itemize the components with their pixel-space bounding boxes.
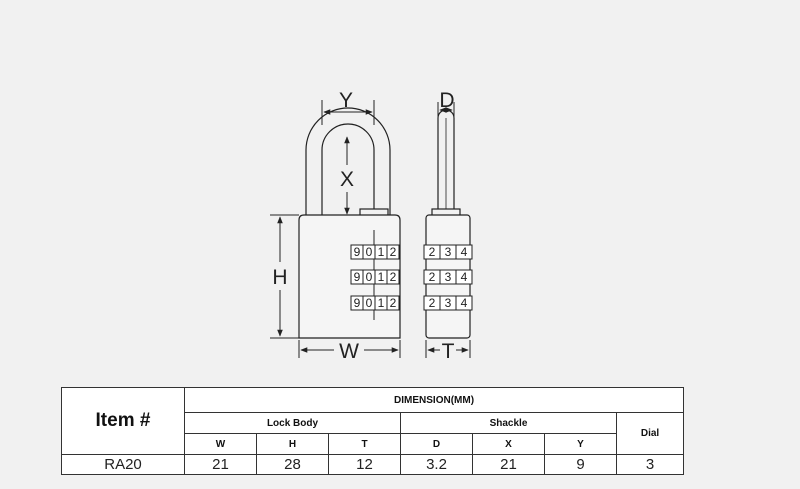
side-dial-cell [455,295,473,311]
side-dial-cell [455,269,473,285]
front-dial-digit: 9 [354,245,361,259]
table-row: RA20 21 28 12 3.2 21 9 3 [61,454,685,475]
dimension-spec-table: Item # DIMENSION(MM) Lock Body Shackle D… [61,387,685,475]
dimension-label-d: D [439,89,454,112]
dial-header: Dial [615,412,685,455]
front-dial-cell [386,295,400,311]
col-header-y: Y [544,433,617,455]
front-shackle-inner [321,123,375,215]
front-dial-digit: 9 [354,296,361,310]
dimension-label-x: X [340,168,354,191]
side-dial-digit: 2 [429,270,436,284]
cell-w: 21 [184,454,257,475]
cell-dial: 3 [615,454,685,475]
front-shackle-outer [305,107,391,215]
side-dial-digit: 4 [461,270,468,284]
cell-t: 12 [328,454,401,475]
dimension-label-h: H [272,266,287,289]
front-dial-digit: 2 [390,245,397,259]
cell-x: 21 [472,454,545,475]
col-header-x: X [472,433,545,455]
side-dial-digit: 2 [429,245,436,259]
front-dial-digit: 0 [366,296,373,310]
side-dial-digit: 3 [445,296,452,310]
col-header-t: T [328,433,401,455]
front-dial-digit: 1 [378,270,385,284]
dimension-label-w: W [339,340,359,363]
dimension-lines [270,100,471,358]
dimension-header: DIMENSION(MM) [183,387,685,413]
cell-y: 9 [544,454,617,475]
dimension-label-y: Y [339,89,353,112]
item-header: Item # [61,387,185,455]
front-dial-digit: 1 [378,245,385,259]
side-dial-digit: 3 [445,270,452,284]
dimension-label-t: T [442,340,455,363]
cell-d: 3.2 [400,454,473,475]
cell-h: 28 [256,454,329,475]
cell-item: RA20 [61,454,185,475]
side-dial-digit: 4 [461,296,468,310]
front-dial-digit: 0 [366,270,373,284]
side-dial-digit: 2 [429,296,436,310]
col-header-d: D [400,433,473,455]
lock-body-header: Lock Body [184,412,401,434]
side-dial-digit: 3 [445,245,452,259]
front-dial-cell [386,269,400,285]
front-dial-digit: 2 [390,296,397,310]
shackle-header: Shackle [400,412,617,434]
front-dial-digit: 2 [390,270,397,284]
front-dial-digit: 0 [366,245,373,259]
side-dial-cell [455,244,473,260]
side-dial-digit: 4 [461,245,468,259]
col-header-h: H [256,433,329,455]
front-dial-digit: 9 [354,270,361,284]
front-dial-digit: 1 [378,296,385,310]
col-header-w: W [184,433,257,455]
front-dial-cell [386,244,400,260]
